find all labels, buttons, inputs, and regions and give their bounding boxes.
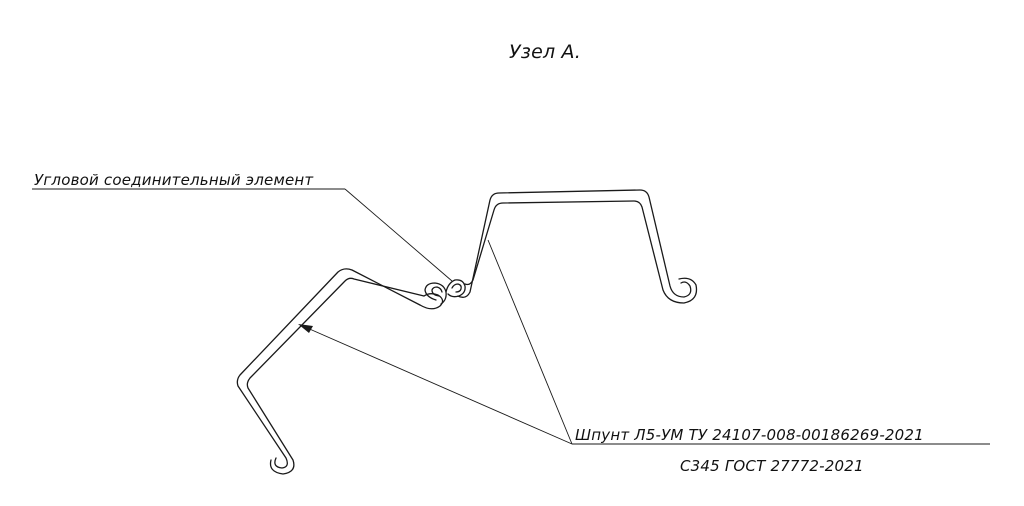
sheet-pile-leader-to-right [487,239,573,445]
corner-connector-lower-hook [424,282,447,305]
left-sheet-pile-inner [246,277,425,475]
drawing-title: Узел А. [509,41,581,63]
corner-connector-upper-hook [445,279,466,298]
left-sheet-pile-outer [236,268,421,469]
corner-connector [424,279,466,305]
corner-connector-label: Угловой соединительный элемент [34,171,314,189]
left-sheet-pile [236,268,444,475]
corner-connector-upper-hook-inner [451,283,462,293]
right-sheet-pile-inner [464,200,698,304]
sheet-pile-leader-arrowhead [298,324,313,333]
corner-connector-lower-hook-inner [431,286,443,297]
right-sheet-pile-outer [457,189,692,298]
right-sheet-pile [457,189,698,304]
left-sheet-pile-lock [419,293,444,310]
corner-connector-leader-line [344,188,453,282]
sheet-pile-label-line1: Шпунт Л5-УМ ТУ 24107-008-00186269-2021 [575,426,924,444]
corner-connector-leader: Угловой соединительный элемент [32,171,453,282]
sheet-pile-label-line2: С345 ГОСТ 27772-2021 [680,457,864,475]
sheet-pile-leader: Шпунт Л5-УМ ТУ 24107-008-00186269-2021 С… [298,239,990,475]
sheet-pile-leader-to-left [304,326,573,445]
